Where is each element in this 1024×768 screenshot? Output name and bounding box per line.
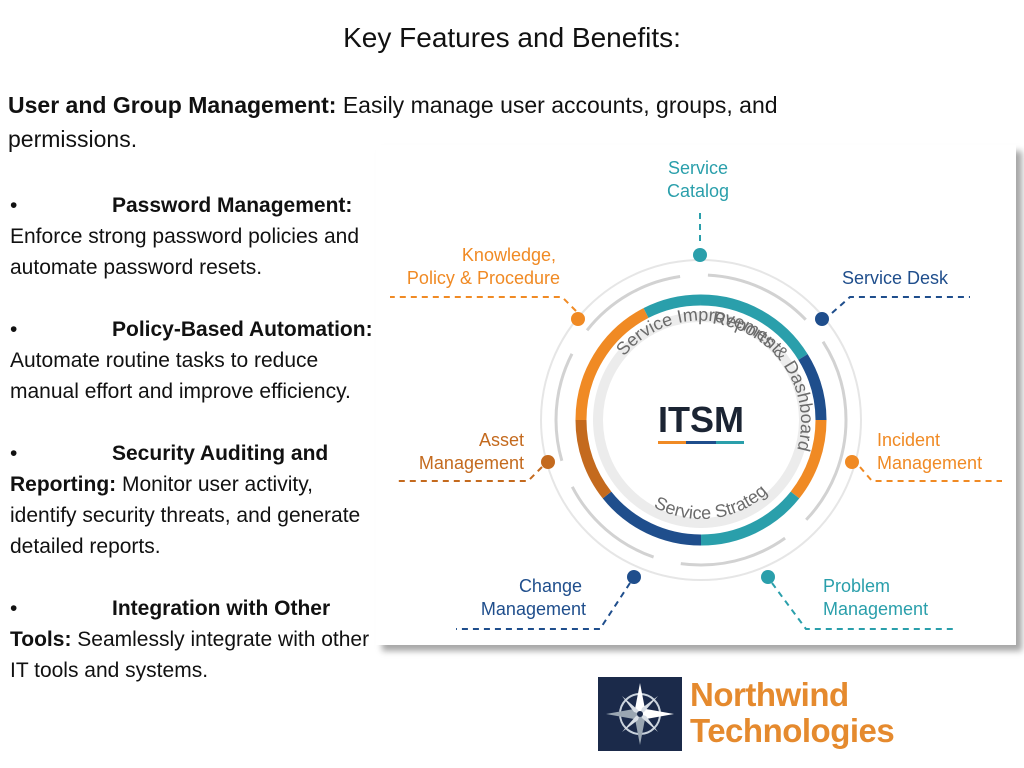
node-label-asset-line1: Asset	[479, 430, 524, 450]
node-label-problem-line2: Management	[823, 599, 928, 619]
itsm-diagram: Service Improvement Reports & Dashboards…	[376, 145, 1016, 645]
node-label-incident-line2: Management	[877, 453, 982, 473]
center-underline-teal	[716, 441, 744, 444]
ring-segment-teal-join	[643, 294, 702, 318]
feature-text: Automate routine tasks to reduce manual …	[10, 349, 351, 403]
bullet-marker: •	[10, 318, 18, 341]
node-label-catalog-line1: Service	[668, 158, 728, 178]
inner-ring	[593, 312, 809, 528]
ring-segment-teal-top	[700, 294, 808, 360]
node-label-knowledge-line1: Knowledge,	[462, 245, 556, 265]
feature-item: • Password Management: Enforce strong pas…	[10, 190, 380, 283]
feature-heading: Policy-Based Automation:	[112, 318, 373, 341]
middle-ring	[554, 273, 848, 567]
node-label-change-line2: Management	[481, 599, 586, 619]
node-label-incident-line1: Incident	[877, 430, 940, 450]
compass-icon	[598, 677, 682, 751]
itsm-diagram-graphic: Service Improvement Reports & Dashboards…	[376, 145, 1002, 630]
feature-item: •Security Auditing and Reporting: Monito…	[10, 438, 380, 562]
connector-problem	[771, 582, 956, 630]
slide-title: Key Features and Benefits:	[343, 22, 681, 53]
ring-segment-navy-right	[798, 354, 827, 421]
feature-item: • Policy-Based Automation: Automate routi…	[10, 314, 380, 407]
node-label-knowledge-line2: Policy & Procedure	[407, 268, 560, 288]
intro-heading: User and Group Management:	[8, 92, 337, 118]
center-underline-navy	[686, 441, 716, 444]
feature-list: • Password Management: Enforce strong pas…	[10, 190, 380, 717]
node-dot-asset	[541, 455, 555, 469]
node-label-asset-line2: Management	[419, 453, 524, 473]
node-label-change-line1: Change	[519, 576, 582, 596]
node-dot-incident	[845, 455, 859, 469]
ring-segment-teal-bottom	[700, 491, 800, 546]
feature-text: Monitor user activity, identify security…	[10, 473, 361, 558]
logo-line2: Technologies	[690, 712, 895, 749]
connector-desk	[831, 296, 970, 314]
feature-item: •Integration with Other Tools: Seamlessl…	[10, 593, 380, 686]
node-label-catalog-line2: Catalog	[667, 181, 729, 201]
feature-heading: Password Management:	[112, 194, 353, 217]
feature-heading: Security Auditing and Reporting:	[10, 442, 329, 496]
node-dot-change	[627, 570, 641, 584]
itsm-ring-segments	[575, 294, 827, 546]
node-dot-knowledge	[571, 312, 585, 326]
ring-segment-orange-right	[790, 419, 827, 499]
ring-segment-navy-bottom	[602, 491, 702, 546]
logo-line1: Northwind	[690, 676, 849, 713]
intro-paragraph: User and Group Management: Easily manage…	[8, 88, 888, 156]
connector-knowledge	[390, 296, 577, 312]
bullet-marker: •	[10, 194, 18, 217]
center-label: ITSM	[658, 399, 744, 440]
ring-segment-orange-left	[575, 308, 649, 421]
center-underline-orange	[658, 441, 686, 444]
node-label-desk: Service Desk	[842, 268, 949, 288]
node-dot-desk	[815, 312, 829, 326]
bullet-marker: •	[10, 597, 18, 620]
node-label-problem-line1: Problem	[823, 576, 890, 596]
feature-heading: Integration with Other Tools:	[10, 597, 331, 651]
node-dot-catalog	[693, 248, 707, 262]
feature-text: Seamlessly integrate with other IT tools…	[10, 628, 370, 682]
company-logo: Northwind Technologies	[598, 677, 895, 751]
feature-text: Enforce strong password policies and aut…	[10, 225, 360, 279]
node-dot-problem	[761, 570, 775, 584]
intro-text: Easily manage user accounts, groups, and…	[8, 92, 778, 152]
bullet-marker: •	[10, 442, 18, 465]
logo-wordmark: Northwind Technologies	[690, 676, 895, 749]
ring-segment-brown-left	[575, 419, 612, 499]
